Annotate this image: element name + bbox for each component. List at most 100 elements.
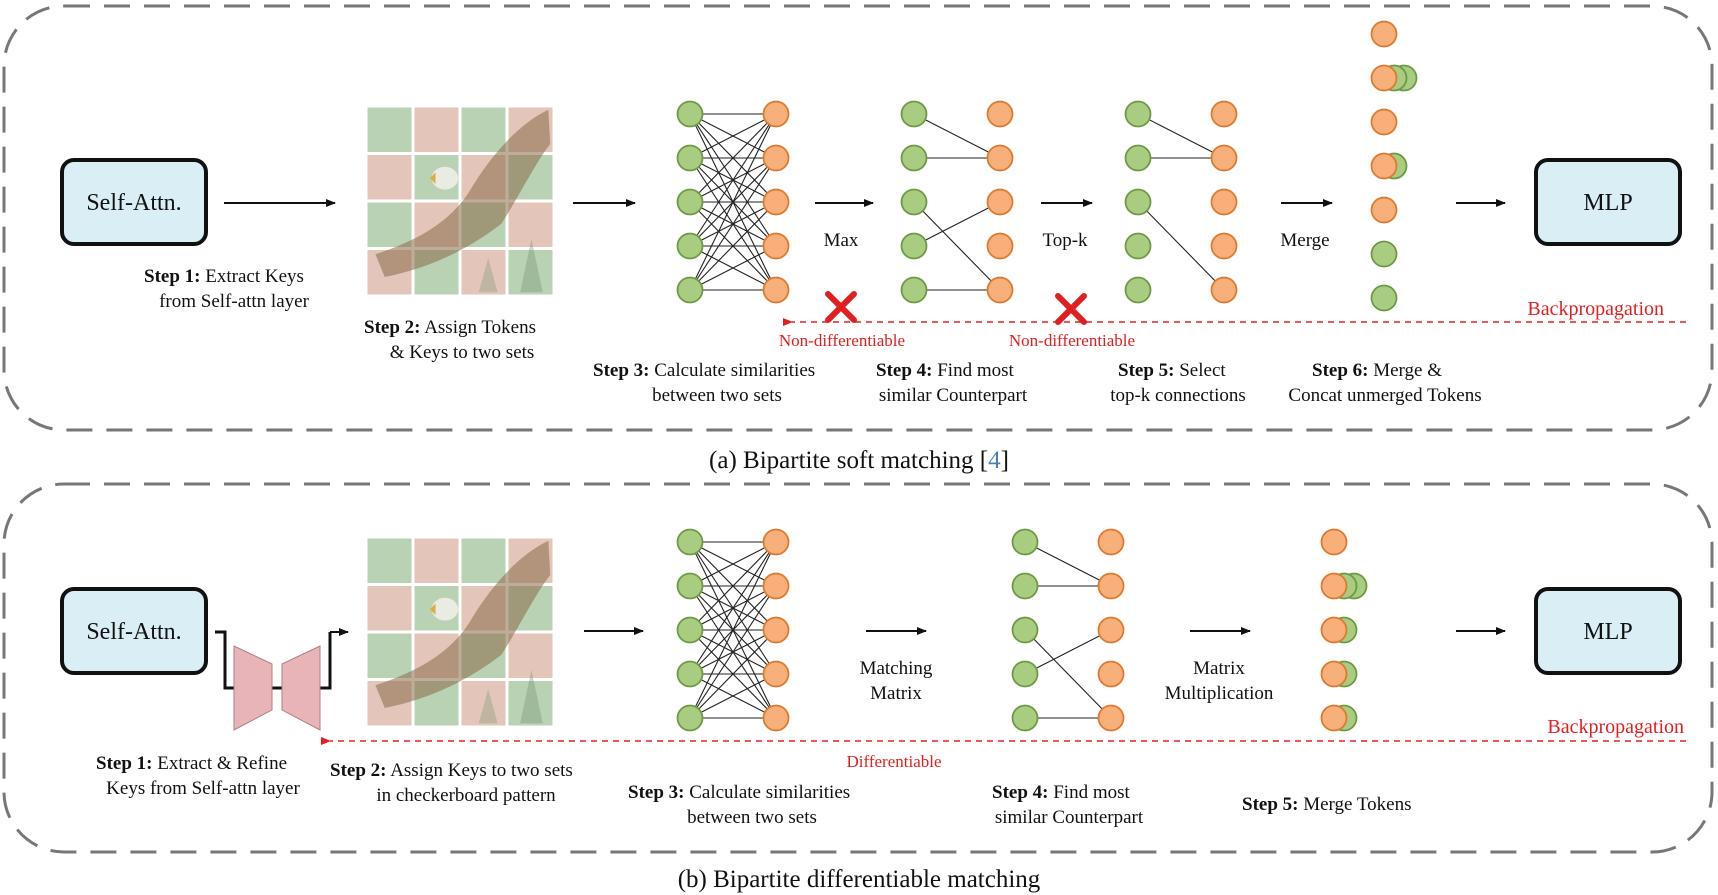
- full-a-left-node-0: [676, 100, 704, 128]
- step4-b-line2: similar Counterpart: [995, 807, 1144, 828]
- max-a-left-node-1: [900, 144, 928, 172]
- tree-shape-2: [478, 689, 498, 724]
- op-topk-label: Top-k: [1042, 230, 1088, 251]
- step6-a: Step 6: Merge &: [1312, 360, 1442, 381]
- full-a-edge-10: [689, 113, 777, 203]
- eagle-head: [431, 597, 459, 621]
- step6-a-line2: Concat unmerged Tokens: [1288, 385, 1481, 406]
- max-b-right-node-3: [1097, 660, 1125, 688]
- refine-bracket: [215, 630, 332, 690]
- max-a-left-node-0: [900, 100, 928, 128]
- self-attn-box-a: [60, 158, 208, 246]
- full-a-edge-15: [689, 113, 777, 247]
- merged-tokens-b: [1320, 528, 1368, 732]
- max-b-edge-0: [1024, 541, 1112, 587]
- image-tile-2-3: [508, 633, 553, 678]
- max-a-edge-3: [913, 201, 1001, 247]
- image-tile-0-0: [367, 538, 412, 583]
- mlp-box-a: [1534, 158, 1682, 246]
- full-b-right-node-4: [762, 704, 790, 732]
- step4-b: Step 4: Find most: [992, 782, 1131, 803]
- max-a-right-node-2: [986, 188, 1014, 216]
- full-b-edge-23: [689, 673, 777, 719]
- backprop-label-b: Backpropagation: [1547, 716, 1684, 738]
- merged-a-token-1-2: [1370, 64, 1398, 92]
- merged-b-token-2-1: [1320, 616, 1348, 644]
- step2-a-line2: & Keys to two sets: [390, 342, 535, 363]
- eagle-silhouette: [375, 540, 551, 708]
- refine-decoder-shape: [281, 645, 321, 731]
- op-merge-label: Merge: [1280, 230, 1329, 251]
- step5-a-line2: top-k connections: [1110, 385, 1246, 406]
- max-b-left-node-4: [1011, 704, 1039, 732]
- nondiff-label-2: Non-differentiable: [1009, 331, 1135, 350]
- mlp-label-b: MLP: [1583, 619, 1632, 645]
- full-b-right-node-1: [762, 572, 790, 600]
- max-a-edge-0: [913, 113, 1001, 159]
- topk-graph-a: [1124, 100, 1238, 304]
- caption-b: (b) Bipartite differentiable matching: [678, 866, 1041, 893]
- mlp-label-a: MLP: [1583, 190, 1632, 216]
- max-a-right-node-4: [986, 276, 1014, 304]
- tree-shape-2: [478, 258, 498, 293]
- topk-a-right-node-0: [1210, 100, 1238, 128]
- self-attn-label-b: Self-Attn.: [86, 619, 181, 645]
- merged-tokens-a: [1370, 20, 1418, 312]
- step3-b: Step 3: Calculate similarities: [628, 782, 850, 803]
- step3-b-line2: between two sets: [687, 807, 817, 828]
- full-b-edge-15: [689, 541, 777, 675]
- full-a-right-node-2: [762, 188, 790, 216]
- topk-a-right-node-3: [1210, 232, 1238, 260]
- tree-shape: [520, 670, 543, 724]
- refine-encoder-shape: [233, 645, 273, 731]
- eagle-head: [431, 166, 459, 190]
- step1-b: Step 1: Extract & Refine: [96, 753, 287, 774]
- eagle-image-grid-a: [367, 107, 553, 295]
- full-b-edge-10: [689, 541, 777, 631]
- topk-a-left-node-2: [1124, 188, 1152, 216]
- backprop-label-a: Backpropagation: [1527, 298, 1664, 320]
- tree-shape: [520, 239, 543, 293]
- merged-b-token-1-2: [1320, 572, 1348, 600]
- max-a-left-node-3: [900, 232, 928, 260]
- image-tile-2-3: [508, 202, 553, 247]
- full-b-left-node-2: [676, 616, 704, 644]
- image-tile-2-0: [367, 633, 412, 678]
- image-tile-3-3: [508, 681, 553, 726]
- merged-b-token-3-1: [1320, 660, 1348, 688]
- image-tile-0-2: [461, 107, 506, 152]
- eagle-beak: [429, 172, 436, 184]
- full-b-edge-22: [689, 629, 777, 719]
- full-b-left-node-4: [676, 704, 704, 732]
- full-a-edge-22: [689, 201, 777, 291]
- panel-b-frame: [2, 482, 1714, 854]
- step3-a: Step 3: Calculate similarities: [593, 360, 815, 381]
- step2-b-line2: in checkerboard pattern: [376, 785, 556, 806]
- full-a-right-node-1: [762, 144, 790, 172]
- step1-a: Step 1: Extract Keys: [144, 266, 304, 287]
- merged-a-token-2-0: [1370, 108, 1398, 136]
- max-a-edge-2: [913, 201, 1001, 291]
- citation-link[interactable]: 4: [988, 447, 1001, 474]
- full-a-edge-5: [689, 113, 777, 159]
- max-b-left-node-2: [1011, 616, 1039, 644]
- op-matching-label-1: Matching: [860, 658, 933, 679]
- topk-a-right-node-4: [1210, 276, 1238, 304]
- self-attn-box-b: [60, 587, 208, 675]
- diff-label: Differentiable: [846, 752, 941, 771]
- step1-b-line2: Keys from Self-attn layer: [106, 778, 300, 799]
- merged-a-token-0-0: [1370, 20, 1398, 48]
- topk-a-right-node-2: [1210, 188, 1238, 216]
- eagle-beak: [429, 603, 436, 615]
- full-a-right-node-0: [762, 100, 790, 128]
- full-b-right-node-3: [762, 660, 790, 688]
- max-a-left-node-2: [900, 188, 928, 216]
- block-cross-icon-2: [1055, 293, 1087, 325]
- image-tile-3-3: [508, 250, 553, 295]
- image-tile-3-2: [461, 681, 506, 726]
- nondiff-label-1: Non-differentiable: [779, 331, 905, 350]
- image-tile-0-1: [414, 107, 459, 152]
- merged-b-token-0-0: [1320, 528, 1348, 556]
- full-bipartite-graph-a: [676, 100, 790, 304]
- full-b-edge-20: [689, 541, 777, 719]
